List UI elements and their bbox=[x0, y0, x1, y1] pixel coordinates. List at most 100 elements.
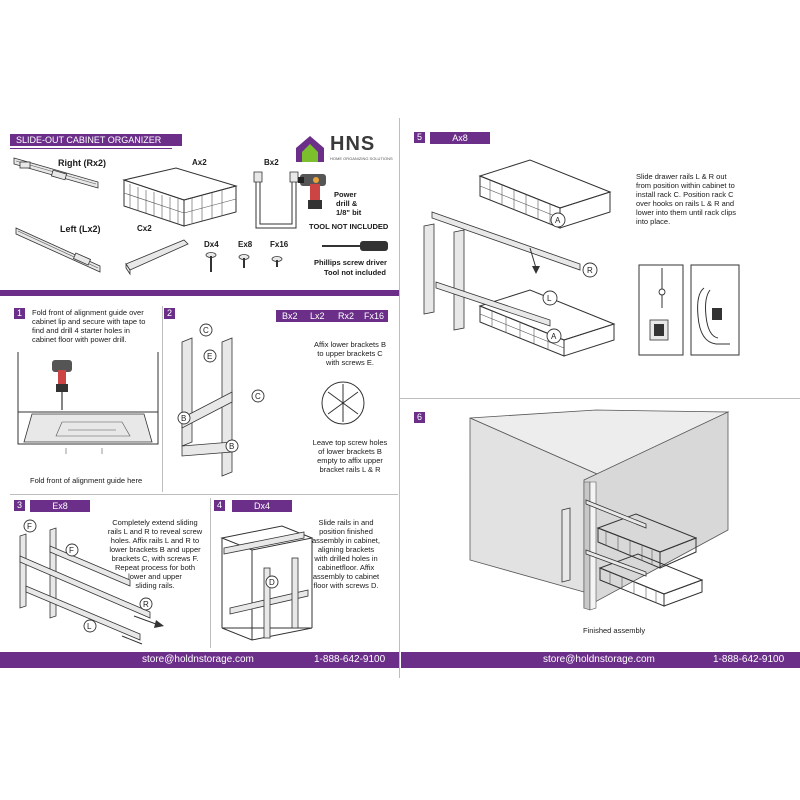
step-2-tag-f: Fx16 bbox=[364, 311, 385, 321]
step-5-number: 5 bbox=[414, 132, 425, 143]
step-1-number: 1 bbox=[14, 308, 25, 319]
step-5-detail-right bbox=[690, 264, 740, 356]
step-5-text-4: over hooks on rails L & R and bbox=[636, 199, 735, 208]
step-divider-3-4 bbox=[210, 498, 211, 648]
svg-text:C: C bbox=[203, 326, 209, 335]
section-divider-bar bbox=[0, 290, 399, 296]
step-3-text-5: brackets C, with screws F. bbox=[111, 554, 199, 563]
screwdriver-icon bbox=[322, 241, 388, 251]
step-5-text-6: into place. bbox=[636, 217, 671, 226]
step-3-text-3: holes. Affix rails L and R to bbox=[110, 536, 200, 545]
step-2-tag-bar: Bx2 Lx2 Rx2 Fx16 bbox=[276, 310, 388, 322]
step-5-drawing: A R L A bbox=[423, 159, 616, 357]
step-6-number: 6 bbox=[414, 412, 425, 423]
rail-right-drawing bbox=[13, 157, 99, 189]
footer-phone-right[interactable]: 1-888-642-9100 bbox=[713, 654, 785, 665]
step-divider-5-6 bbox=[400, 398, 800, 399]
bracket-b-drawing bbox=[253, 171, 299, 229]
brand-tagline: HOME ORGANIZING SOLUTIONS bbox=[330, 156, 393, 161]
power-drill-icon bbox=[298, 174, 326, 209]
step-1-text-3: find and drill 4 starter holes in bbox=[32, 326, 130, 335]
part-e-label: Ex8 bbox=[238, 240, 253, 249]
drill-text-2: drill & bbox=[336, 199, 358, 208]
step-2-text-2: to upper brackets C bbox=[317, 349, 383, 358]
step-2-note-2: of lower brackets B bbox=[318, 447, 382, 456]
center-divider bbox=[399, 118, 400, 678]
step-2-number: 2 bbox=[164, 308, 175, 319]
tool-not-included-label: TOOL NOT INCLUDED bbox=[309, 222, 389, 231]
part-c-label: Cx2 bbox=[137, 224, 152, 233]
drill-text-1: Power bbox=[334, 190, 357, 199]
step-1-text-2: cabinet lip and secure with tape to bbox=[32, 317, 146, 326]
svg-text:C: C bbox=[255, 392, 261, 401]
part-a-label: Ax2 bbox=[192, 158, 207, 167]
step-1-text-1: Fold front of alignment guide over bbox=[32, 308, 144, 317]
step-2-note-1: Leave top screw holes bbox=[312, 438, 388, 447]
step-2-tag-b: Bx2 bbox=[282, 311, 298, 321]
step-5-text-5: lower into them until rack clips bbox=[636, 208, 737, 217]
screw-d-icon bbox=[205, 252, 217, 272]
step-2-tag-r: Rx2 bbox=[338, 311, 355, 321]
screw-f-icon bbox=[271, 256, 283, 267]
svg-text:A: A bbox=[555, 216, 561, 225]
instruction-sheet bbox=[0, 118, 800, 680]
svg-text:F: F bbox=[27, 522, 32, 531]
brand-logo-text: HNS bbox=[330, 133, 376, 155]
screw-e-icon bbox=[238, 254, 250, 268]
step-4-tag: Dx4 bbox=[232, 500, 292, 512]
rail-left-drawing bbox=[15, 227, 101, 273]
step-4-text-5: with drilled holes in bbox=[314, 554, 378, 563]
footer-email-left[interactable]: store@holdnstorage.com bbox=[142, 654, 254, 665]
step-2-note-4: bracket rails L & R bbox=[319, 465, 381, 474]
step-5-text-3: install rack C. Position rack C bbox=[636, 190, 734, 199]
step-4-text-1: Slide rails in and bbox=[318, 518, 374, 527]
step-divider-row bbox=[10, 494, 398, 495]
step-1-text-4: cabinet floor with power drill. bbox=[32, 335, 127, 344]
bracket-c-drawing bbox=[125, 239, 189, 276]
footer-email-right[interactable]: store@holdnstorage.com bbox=[543, 654, 655, 665]
step-4-text-7: assembly to cabinet bbox=[312, 572, 380, 581]
step-3-text-2: rails L and R to reveal screw bbox=[107, 527, 203, 536]
title-underline bbox=[10, 148, 172, 149]
step-3-text-6: Repeat process for both bbox=[114, 563, 196, 572]
svg-text:R: R bbox=[587, 266, 593, 275]
step-3-text-8: sliding rails. bbox=[135, 581, 175, 590]
footer-right: store@holdnstorage.com 1-888-642-9100 bbox=[401, 652, 800, 668]
basket-a-drawing bbox=[122, 167, 238, 227]
svg-text:F: F bbox=[69, 546, 74, 555]
part-left-label: Left (Lx2) bbox=[60, 224, 101, 234]
step-5-tag: Ax8 bbox=[430, 132, 490, 144]
page-title: SLIDE-OUT CABINET ORGANIZER bbox=[10, 134, 182, 146]
part-f-label: Fx16 bbox=[270, 240, 289, 249]
step-4-text-3: assembly in cabinet, bbox=[312, 536, 380, 545]
step-4-text-6: cabinetfloor. Affix bbox=[317, 563, 375, 572]
step-3-number: 3 bbox=[14, 500, 25, 511]
footer-left: store@holdnstorage.com 1-888-642-9100 bbox=[0, 652, 399, 668]
step-2-text-3: with screws E. bbox=[326, 358, 374, 367]
step-3-text-4: lower brackets B and upper bbox=[109, 545, 201, 554]
hns-logo-icon bbox=[296, 136, 324, 162]
drill-text-3: 1/8" bit bbox=[336, 208, 362, 217]
step-6-cabinet-drawing bbox=[469, 409, 730, 611]
step-2-detail-drawing bbox=[321, 381, 365, 425]
part-b-label: Bx2 bbox=[264, 158, 279, 167]
part-d-label: Dx4 bbox=[204, 240, 219, 249]
step-2-drawing: C E C B B bbox=[177, 323, 265, 477]
step-4-drawing: D bbox=[220, 525, 314, 641]
step-6-caption: Finished assembly bbox=[583, 626, 646, 635]
step-4-number: 4 bbox=[214, 500, 225, 511]
svg-text:D: D bbox=[269, 578, 275, 587]
step-3-drawing: F F R L bbox=[19, 519, 164, 645]
step-1-caption: Fold front of alignment guide here bbox=[30, 476, 143, 485]
step-3-tag: Ex8 bbox=[30, 500, 90, 512]
screwdriver-text-2: Tool not included bbox=[324, 268, 386, 277]
svg-text:B: B bbox=[229, 442, 234, 451]
step-4-text-2: position finished bbox=[319, 527, 373, 536]
svg-text:B: B bbox=[181, 414, 186, 423]
footer-phone-left[interactable]: 1-888-642-9100 bbox=[314, 654, 386, 665]
svg-text:E: E bbox=[207, 352, 212, 361]
svg-text:R: R bbox=[143, 600, 149, 609]
svg-text:A: A bbox=[551, 332, 557, 341]
step-5-detail-left bbox=[638, 264, 684, 356]
step-1-drawing bbox=[17, 352, 159, 454]
